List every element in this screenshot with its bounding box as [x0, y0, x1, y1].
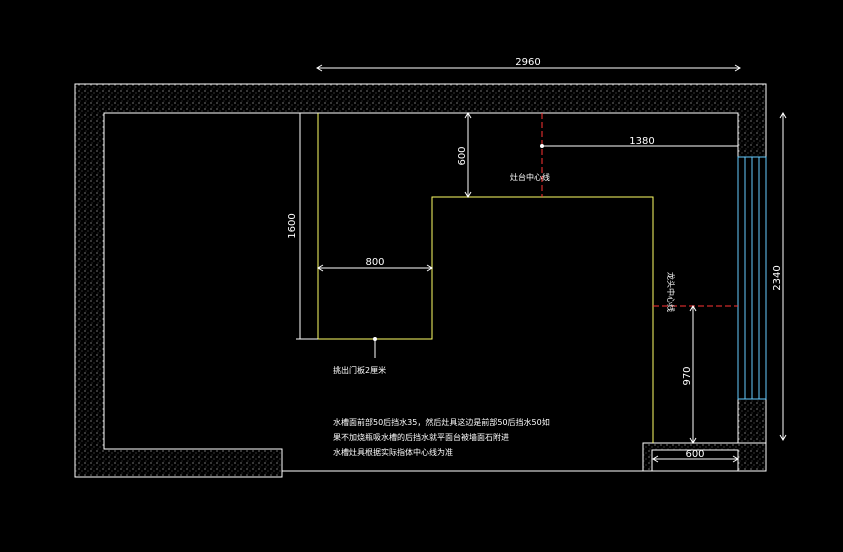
note-line-3: 水槽灶具根据实际指体中心线为准	[333, 447, 453, 457]
centerlines	[541, 113, 738, 307]
dim-bottom-width: 600	[685, 449, 704, 460]
annotations: 灶台中心线 龙头中心线 挑出门板2厘米 水槽面前部50后挡水35，然后灶具这边是…	[333, 172, 676, 457]
counter-front-edge	[317, 113, 654, 443]
walls	[74, 83, 767, 478]
note-line-1: 水槽面前部50后挡水35，然后灶具这边是前部50后挡水50如	[333, 417, 550, 427]
dimension-lines	[296, 64, 787, 463]
dim-counter-depth: 600	[457, 146, 468, 165]
dimension-labels: 2960 2340 600 1380 1600 800 970 600	[287, 57, 783, 460]
bottom-right-inner-box	[651, 449, 739, 472]
note-line-2: 果不加烧瓶吸水槽的后挡水就平面台被墙面石附进	[333, 432, 509, 442]
cooktop-centerline-label: 灶台中心线	[510, 172, 550, 182]
dim-right-height: 2340	[772, 265, 783, 290]
window	[737, 156, 767, 400]
dim-top-width: 2960	[515, 57, 540, 68]
dim-lower-run: 970	[682, 366, 693, 385]
sink-centerline-label: 龙头中心线	[666, 272, 676, 312]
dim-left-length: 1600	[287, 213, 298, 238]
overhang-note: 挑出门板2厘米	[333, 365, 386, 375]
dim-sink-offset: 1380	[629, 136, 654, 147]
dim-peninsula-width: 800	[365, 257, 384, 268]
